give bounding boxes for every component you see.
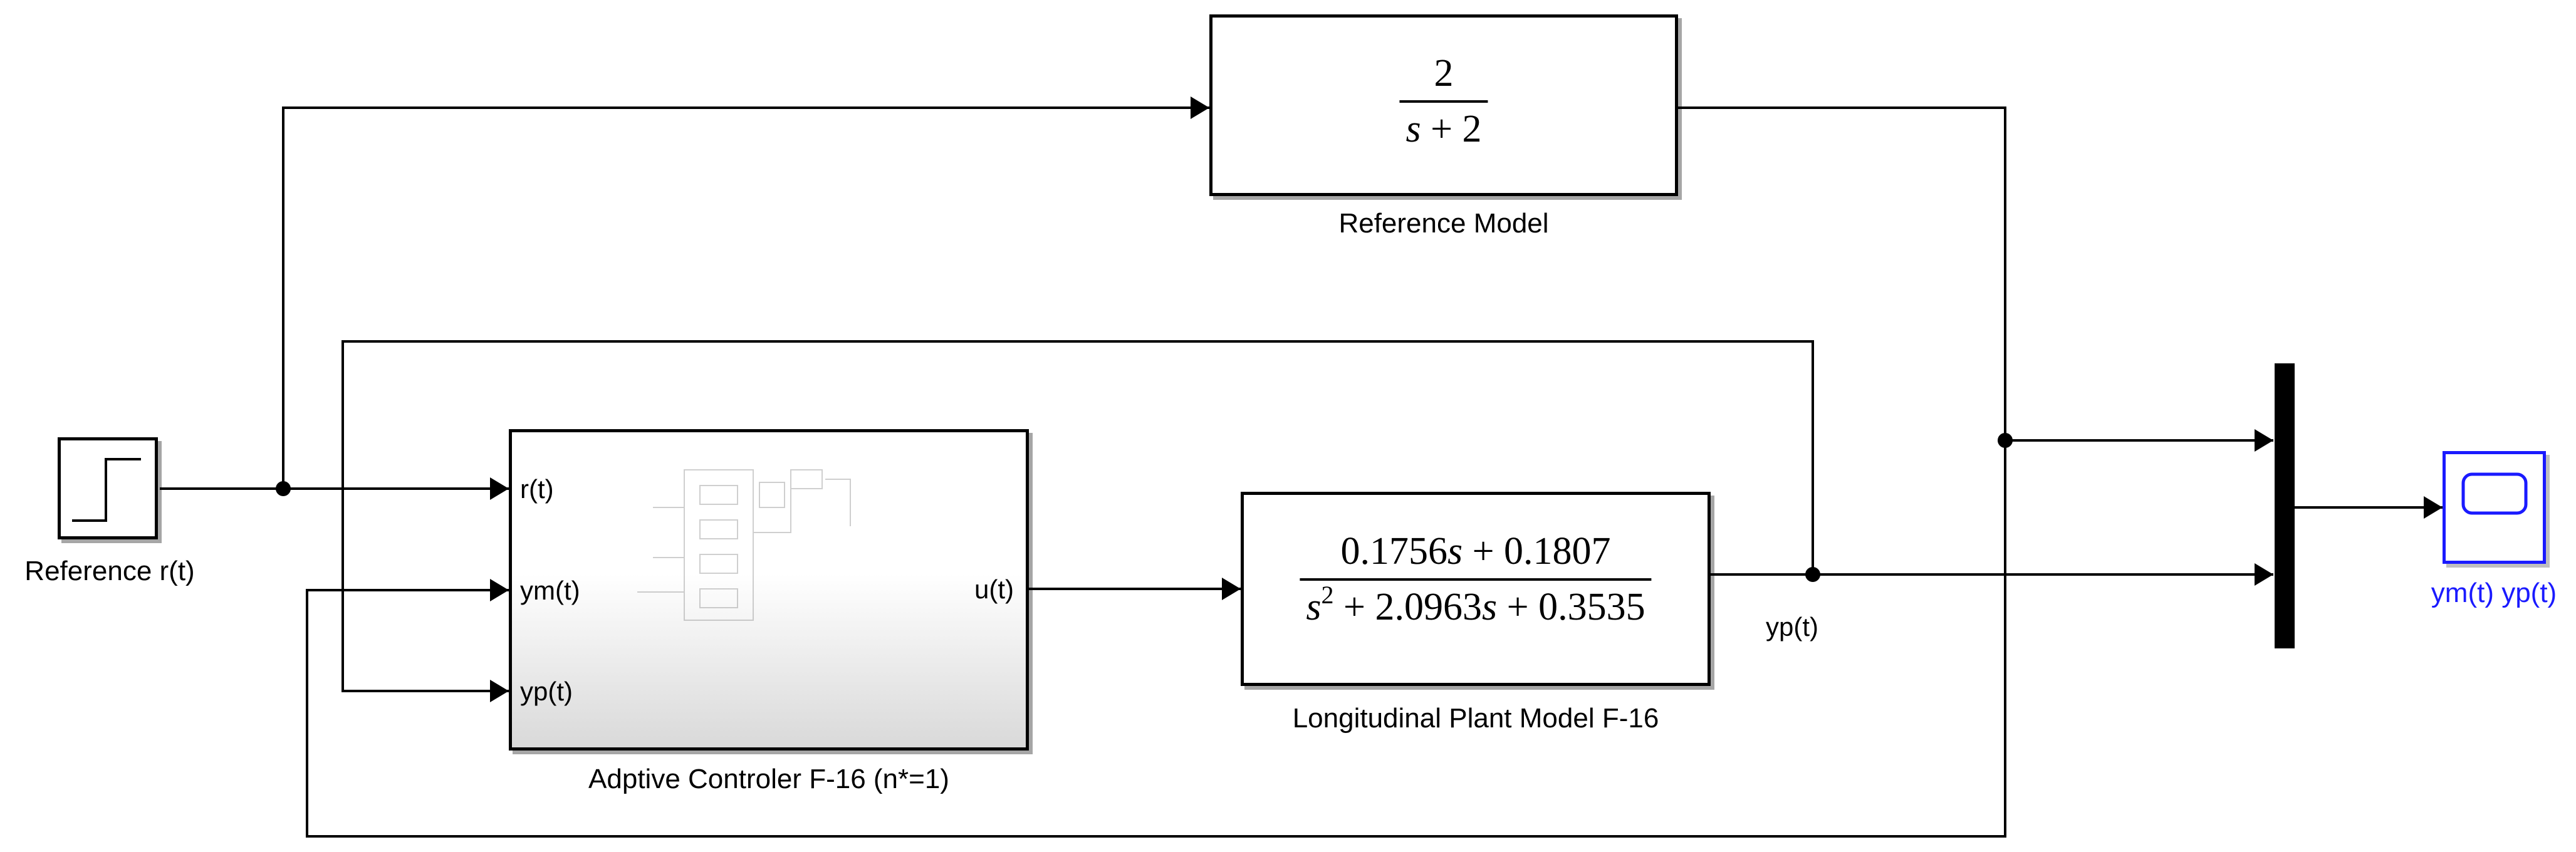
reference-model-block[interactable] bbox=[1209, 14, 1678, 196]
scope-label: ym(t) yp(t) bbox=[2431, 578, 2557, 608]
fraction-bar bbox=[1399, 100, 1488, 103]
reference-model-denominator: s + 2 bbox=[1405, 108, 1482, 151]
controller-port-yp: yp(t) bbox=[520, 677, 573, 706]
branch-point-ym bbox=[1998, 433, 2013, 448]
wire-yp-feedback[interactable] bbox=[342, 340, 1814, 692]
subsystem-preview-icon bbox=[637, 469, 851, 621]
arrow-scope-in bbox=[2424, 496, 2443, 519]
plant-numerator: 0.1756s + 0.1807 bbox=[1340, 530, 1611, 573]
adaptive-controller-subsystem[interactable] bbox=[509, 429, 1029, 751]
step-source-block[interactable] bbox=[58, 437, 158, 539]
plant-model-block[interactable] bbox=[1241, 492, 1711, 686]
plant-transfer-function: 0.1756s + 0.1807 s2 + 2.0963s + 0.3535 bbox=[1300, 530, 1652, 629]
scope-display-icon bbox=[2461, 472, 2528, 515]
step-icon bbox=[72, 458, 141, 522]
mux-block[interactable] bbox=[2275, 363, 2295, 648]
branch-point-yp bbox=[1805, 567, 1820, 582]
reference-model-label: Reference Model bbox=[1338, 208, 1549, 239]
scope-block[interactable] bbox=[2443, 451, 2546, 564]
fraction-bar bbox=[1300, 578, 1652, 581]
reference-model-numerator: 2 bbox=[1434, 52, 1454, 95]
arrow-mux-in2 bbox=[2255, 563, 2273, 586]
reference-model-transfer-function: 2 s + 2 bbox=[1399, 53, 1488, 150]
controller-port-u: u(t) bbox=[974, 574, 1014, 604]
arrow-plant-in bbox=[1222, 578, 1241, 600]
plant-denominator: s2 + 2.0963s + 0.3535 bbox=[1306, 581, 1645, 629]
controller-port-ym: ym(t) bbox=[520, 576, 580, 605]
plant-output-signal-label: yp(t) bbox=[1766, 612, 1818, 642]
wire-refmodel-out[interactable] bbox=[306, 106, 2006, 838]
wire-ref-to-refmodel[interactable] bbox=[282, 106, 1209, 489]
branch-point-ref bbox=[276, 481, 291, 496]
step-source-label: Reference r(t) bbox=[24, 556, 195, 586]
arrow-controller-ym bbox=[490, 579, 509, 601]
plant-model-label: Longitudinal Plant Model F-16 bbox=[1292, 703, 1659, 734]
arrow-controller-r bbox=[490, 477, 509, 500]
arrow-mux-in1 bbox=[2255, 429, 2273, 452]
controller-label: Adptive Controler F-16 (n*=1) bbox=[588, 764, 949, 794]
arrow-refmodel-in bbox=[1191, 96, 1209, 119]
controller-port-r: r(t) bbox=[520, 474, 554, 504]
arrow-controller-yp bbox=[490, 680, 509, 702]
